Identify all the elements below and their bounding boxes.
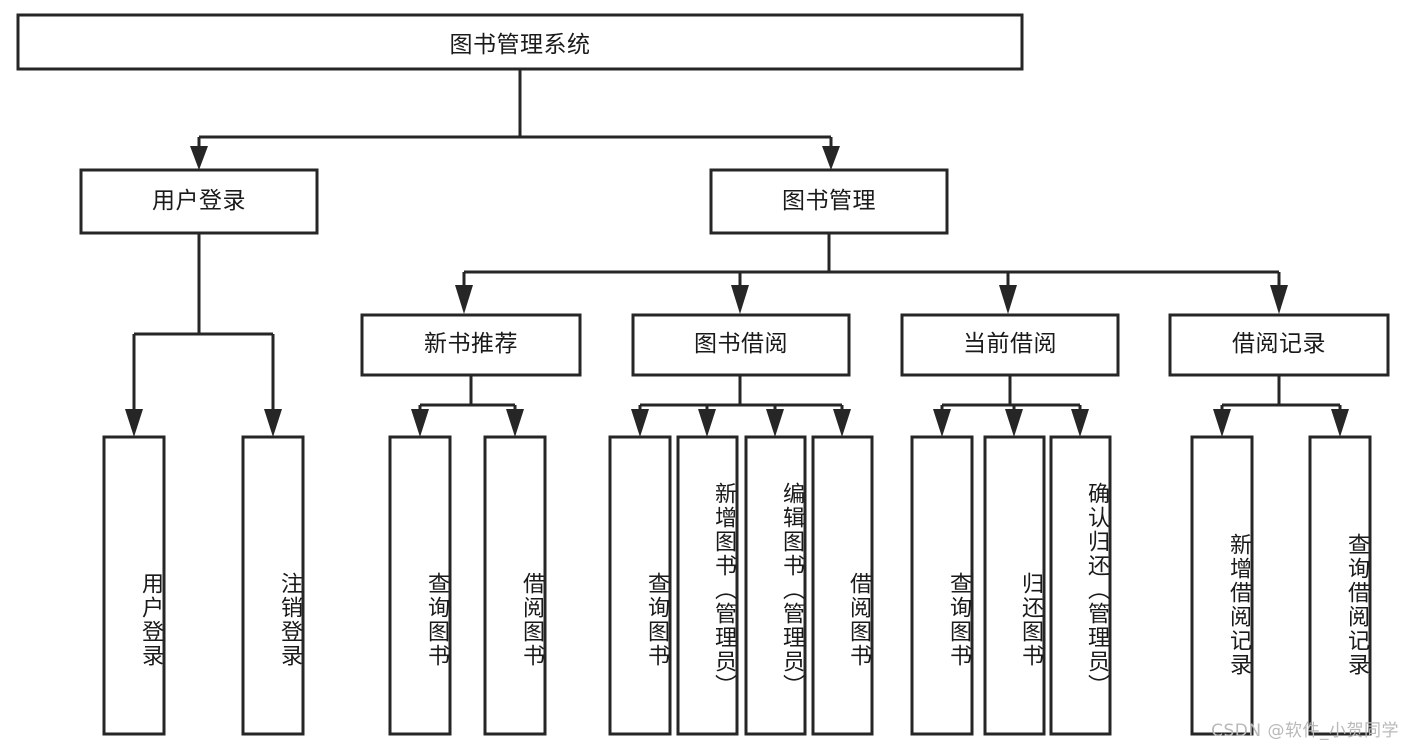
arrow-head-leaf-borrow-book-2	[833, 409, 851, 437]
node-box-leaf-borrow-book-1[interactable]	[483, 435, 547, 736]
node-box-leaf-borrow-book-2[interactable]	[811, 435, 874, 736]
arrow-head-leaf-query-book-1	[411, 409, 429, 437]
node-box-leaf-user-login[interactable]	[102, 435, 166, 736]
node-box-leaf-query-book-3[interactable]	[910, 435, 974, 736]
node-box-new-book-rec[interactable]	[360, 313, 582, 377]
edge-group-borrow-record	[1213, 375, 1349, 437]
arrow-head-book-manage	[822, 146, 840, 170]
arrow-head-user-login	[190, 146, 208, 170]
arrow-head-leaf-add-record	[1213, 409, 1231, 437]
edge-group-book-manage	[455, 233, 1288, 314]
node-box-book-manage[interactable]	[709, 168, 949, 235]
node-box-leaf-logout[interactable]	[241, 435, 305, 736]
node-box-leaf-query-book-2[interactable]	[608, 435, 672, 736]
arrow-head-leaf-confirm-return	[1071, 409, 1089, 437]
node-box-leaf-query-book-1[interactable]	[388, 435, 452, 736]
edge-group-root	[190, 69, 840, 170]
node-box-borrow-record[interactable]	[1168, 313, 1390, 377]
node-box-root[interactable]	[16, 13, 1024, 71]
arrow-head-borrow-record	[1270, 285, 1288, 314]
arrow-head-leaf-borrow-book-1	[506, 409, 524, 437]
arrow-head-new-book-rec	[455, 285, 473, 314]
arrow-head-leaf-logout	[264, 409, 282, 437]
edge-group-user-login	[125, 233, 282, 437]
node-box-leaf-add-book[interactable]	[676, 435, 739, 736]
arrow-head-leaf-query-book-3	[933, 409, 951, 437]
arrow-head-leaf-edit-book	[766, 409, 784, 437]
node-box-leaf-query-record[interactable]	[1308, 435, 1372, 736]
edge-group-book-borrow	[631, 375, 851, 437]
node-box-leaf-add-record[interactable]	[1190, 435, 1254, 736]
node-box-leaf-confirm-return[interactable]	[1049, 435, 1112, 736]
arrow-head-leaf-query-record	[1331, 409, 1349, 437]
watermark-text: CSDN @软件_小贺同学	[1211, 721, 1399, 741]
arrow-head-leaf-query-book-2	[631, 409, 649, 437]
node-box-book-borrow[interactable]	[631, 313, 851, 377]
arrow-head-leaf-return-book	[1005, 409, 1023, 437]
arrow-head-leaf-user-login	[125, 409, 143, 437]
edge-group-new-book-rec	[411, 375, 524, 437]
arrow-head-book-borrow	[731, 285, 749, 314]
edge-group-current-borrow	[933, 375, 1089, 437]
node-box-user-login[interactable]	[79, 168, 319, 235]
node-box-leaf-return-book[interactable]	[983, 435, 1046, 736]
arrow-head-current-borrow	[999, 285, 1017, 314]
arrow-head-leaf-add-book	[698, 409, 716, 437]
node-box-leaf-edit-book[interactable]	[744, 435, 807, 736]
node-box-current-borrow[interactable]	[900, 313, 1120, 377]
